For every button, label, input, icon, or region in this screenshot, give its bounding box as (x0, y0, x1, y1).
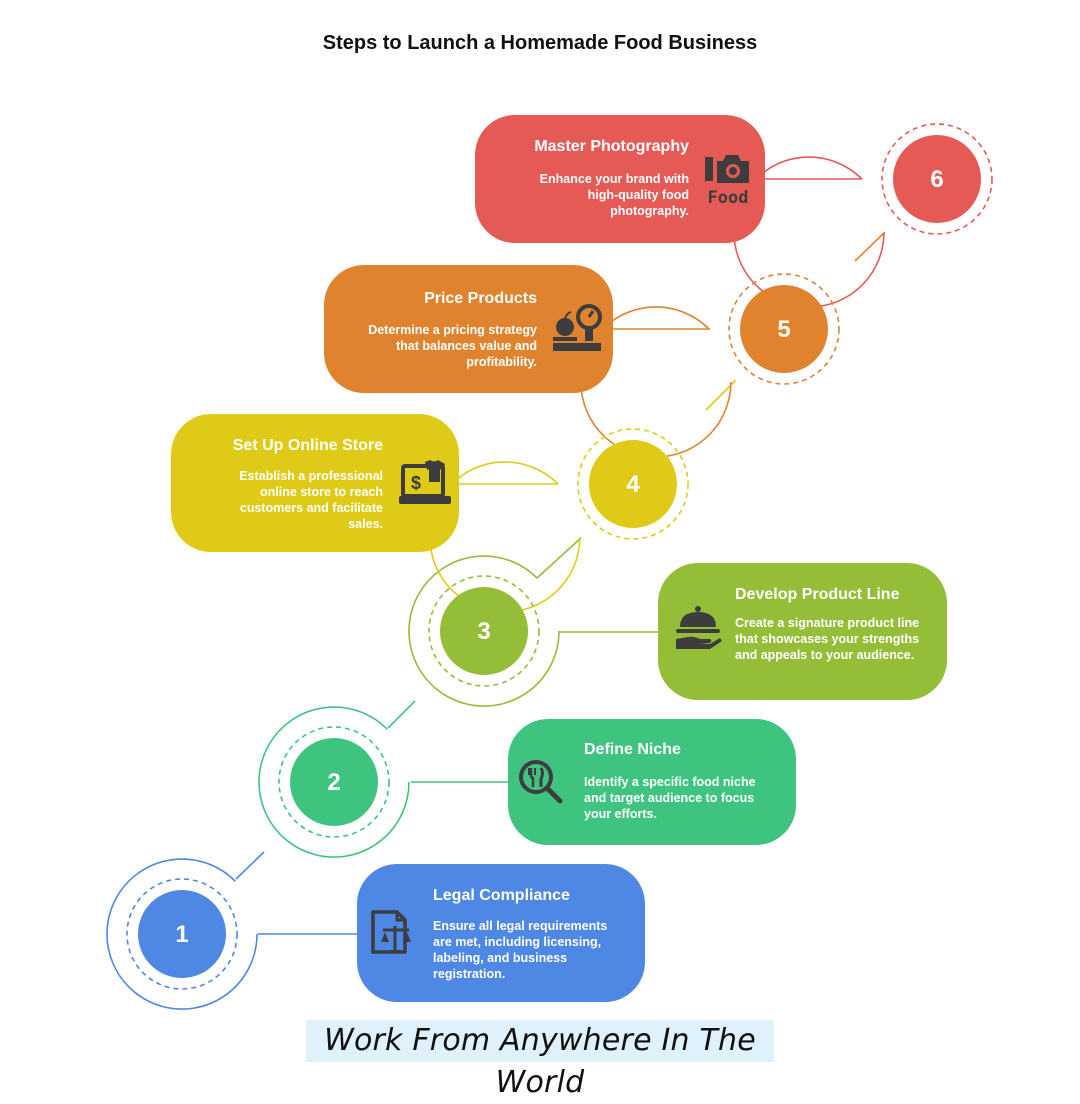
step-circle-1 (138, 890, 226, 978)
step-description-4: Establish a professional online store to… (239, 469, 383, 531)
step-circle-3 (440, 587, 528, 675)
step-description-2: Identify a specific food niche and targe… (584, 775, 756, 821)
step-circle-4 (589, 440, 677, 528)
step-description-1: Ensure all legal requirements are met, i… (433, 919, 608, 981)
step-card-2: Define Niche Identify a specific food ni… (508, 719, 796, 845)
dashed-ring-3 (428, 575, 540, 687)
camera-food-icon: Food (705, 155, 749, 207)
step-number-1: 1 (175, 921, 188, 948)
footer-banner: Work From Anywhere In The World (306, 1020, 774, 1100)
step-number-3: 3 (477, 618, 490, 645)
arc-6 (733, 156, 885, 308)
step-number-5: 5 (777, 316, 790, 343)
arc-5 (580, 306, 732, 458)
dashed-ring-4 (577, 428, 689, 540)
step-number-4: 4 (626, 471, 640, 498)
step-title-1: Legal Compliance (433, 887, 570, 904)
arc-3 (408, 555, 560, 707)
step-circle-5 (740, 285, 828, 373)
step-description-3: Create a signature product line that sho… (735, 616, 920, 662)
step-card-6: Master Photography Enhance your brand wi… (475, 115, 765, 243)
connector-1-2 (235, 851, 265, 880)
connector-2-3 (387, 700, 416, 729)
svg-text:Food: Food (708, 188, 749, 207)
step-circle-6 (893, 135, 981, 223)
step-title-5: Price Products (424, 290, 537, 307)
dashed-ring-1 (126, 878, 238, 990)
step-card-1: Legal Compliance Ensure all legal requir… (357, 864, 645, 1002)
step-circle-2 (290, 738, 378, 826)
step-title-2: Define Niche (584, 741, 681, 758)
step-title-6: Master Photography (534, 138, 689, 155)
step-card-3: Develop Product Line Create a signature … (658, 563, 947, 700)
step-card-5: Price Products Determine a pricing strat… (324, 265, 613, 393)
arc-2 (258, 706, 410, 858)
step-path-diagram: 1 2 3 4 5 6 (106, 123, 993, 1010)
dashed-ring-6 (881, 123, 993, 235)
step-description-5: Determine a pricing strategy that balanc… (368, 323, 537, 369)
dashed-ring-2 (278, 726, 390, 838)
step-card-4: Set Up Online Store Establish a professi… (171, 414, 459, 552)
step-number-6: 6 (930, 166, 943, 193)
step-description-6: Enhance your brand with high-quality foo… (539, 172, 689, 218)
connector-5-6 (854, 231, 886, 262)
connector-3-4 (536, 537, 582, 579)
serving-cloche-hand-icon (676, 606, 722, 649)
diagram-title: Steps to Launch a Homemade Food Business (322, 32, 758, 54)
arc-4 (429, 461, 581, 613)
step-title-3: Develop Product Line (735, 586, 900, 603)
arc-1 (106, 858, 258, 1010)
legal-document-scale-icon (371, 910, 411, 954)
step-title-4: Set Up Online Store (232, 437, 383, 454)
dashed-ring-5 (728, 273, 840, 385)
svg-text:$: $ (411, 473, 421, 493)
magnifier-fork-knife-icon (519, 760, 563, 804)
step-number-2: 2 (327, 769, 340, 796)
laptop-shop-icon: $ (399, 460, 451, 504)
food-scale-icon (553, 304, 602, 351)
